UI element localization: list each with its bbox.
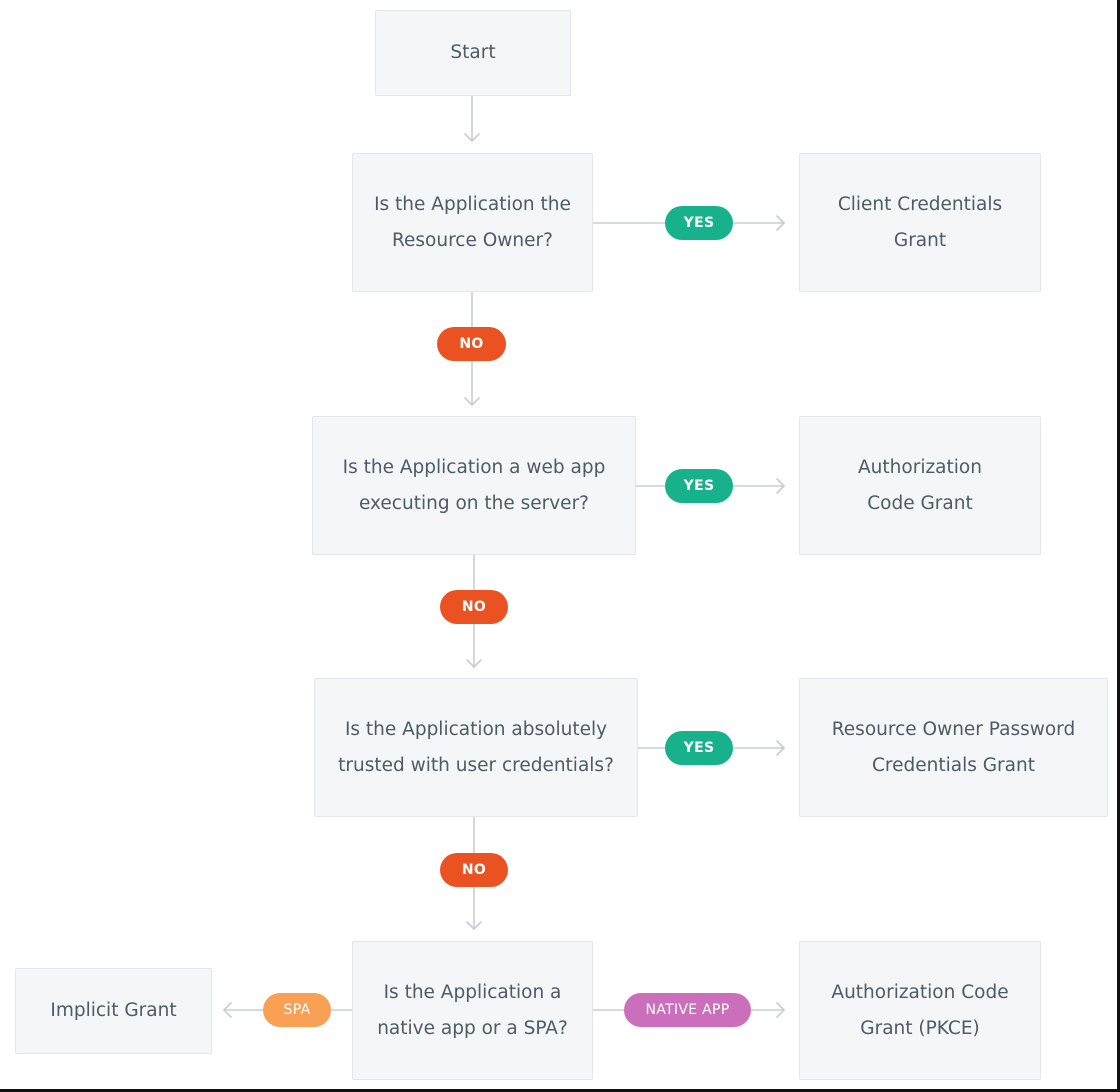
frame-border-right — [1117, 0, 1120, 1092]
decision-native-or-spa: Is the Application a native app or a SPA… — [352, 941, 593, 1080]
frame-border-bottom — [0, 1089, 1120, 1092]
start-node: Start — [375, 10, 571, 96]
decision-web-app: Is the Application a web app executing o… — [312, 416, 636, 555]
arrowhead-right-pkce — [776, 1002, 785, 1018]
yes-badge-ropc: YES — [665, 731, 733, 765]
decision-web-app-label: Is the Application a web app executing o… — [342, 456, 606, 514]
arrowhead-down-q2 — [464, 397, 480, 406]
yes-badge-client-credentials: YES — [665, 206, 733, 240]
start-node-label: Start — [450, 42, 496, 63]
spa-badge: SPA — [263, 993, 331, 1027]
result-authorization-code-label: Authorization Code Grant — [858, 456, 982, 514]
arrowhead-down-q1 — [464, 133, 480, 142]
result-implicit: Implicit Grant — [15, 968, 212, 1054]
no-badge-web-app: NO — [440, 590, 508, 624]
native-app-badge: NATIVE APP — [624, 993, 751, 1027]
no-badge-resource-owner: NO — [437, 327, 506, 361]
decision-resource-owner: Is the Application the Resource Owner? — [352, 153, 593, 292]
no-badge-trusted: NO — [440, 853, 508, 887]
result-ropc-label: Resource Owner Password Credentials Gran… — [831, 718, 1076, 776]
result-authorization-code-pkce-label: Authorization Code Grant (PKCE) — [831, 981, 1009, 1039]
result-ropc: Resource Owner Password Credentials Gran… — [799, 678, 1108, 817]
arrowhead-down-q3 — [466, 659, 482, 668]
arrowhead-right-ropc — [776, 740, 785, 756]
decision-native-or-spa-label: Is the Application a native app or a SPA… — [377, 981, 568, 1039]
result-client-credentials: Client Credentials Grant — [799, 153, 1041, 292]
arrowhead-left-implicit — [223, 1002, 232, 1018]
result-client-credentials-label: Client Credentials Grant — [837, 193, 1003, 251]
yes-badge-authorization-code: YES — [665, 469, 733, 503]
decision-trusted-label: Is the Application absolutely trusted wi… — [338, 718, 614, 776]
arrowhead-right-client-credentials — [776, 215, 785, 231]
arrowhead-down-q4 — [466, 921, 482, 930]
decision-resource-owner-label: Is the Application the Resource Owner? — [374, 193, 571, 251]
result-implicit-label: Implicit Grant — [50, 1000, 177, 1021]
result-authorization-code: Authorization Code Grant — [799, 416, 1041, 555]
decision-trusted: Is the Application absolutely trusted wi… — [314, 678, 638, 817]
result-authorization-code-pkce: Authorization Code Grant (PKCE) — [799, 941, 1041, 1080]
arrowhead-right-authorization-code — [776, 478, 785, 494]
